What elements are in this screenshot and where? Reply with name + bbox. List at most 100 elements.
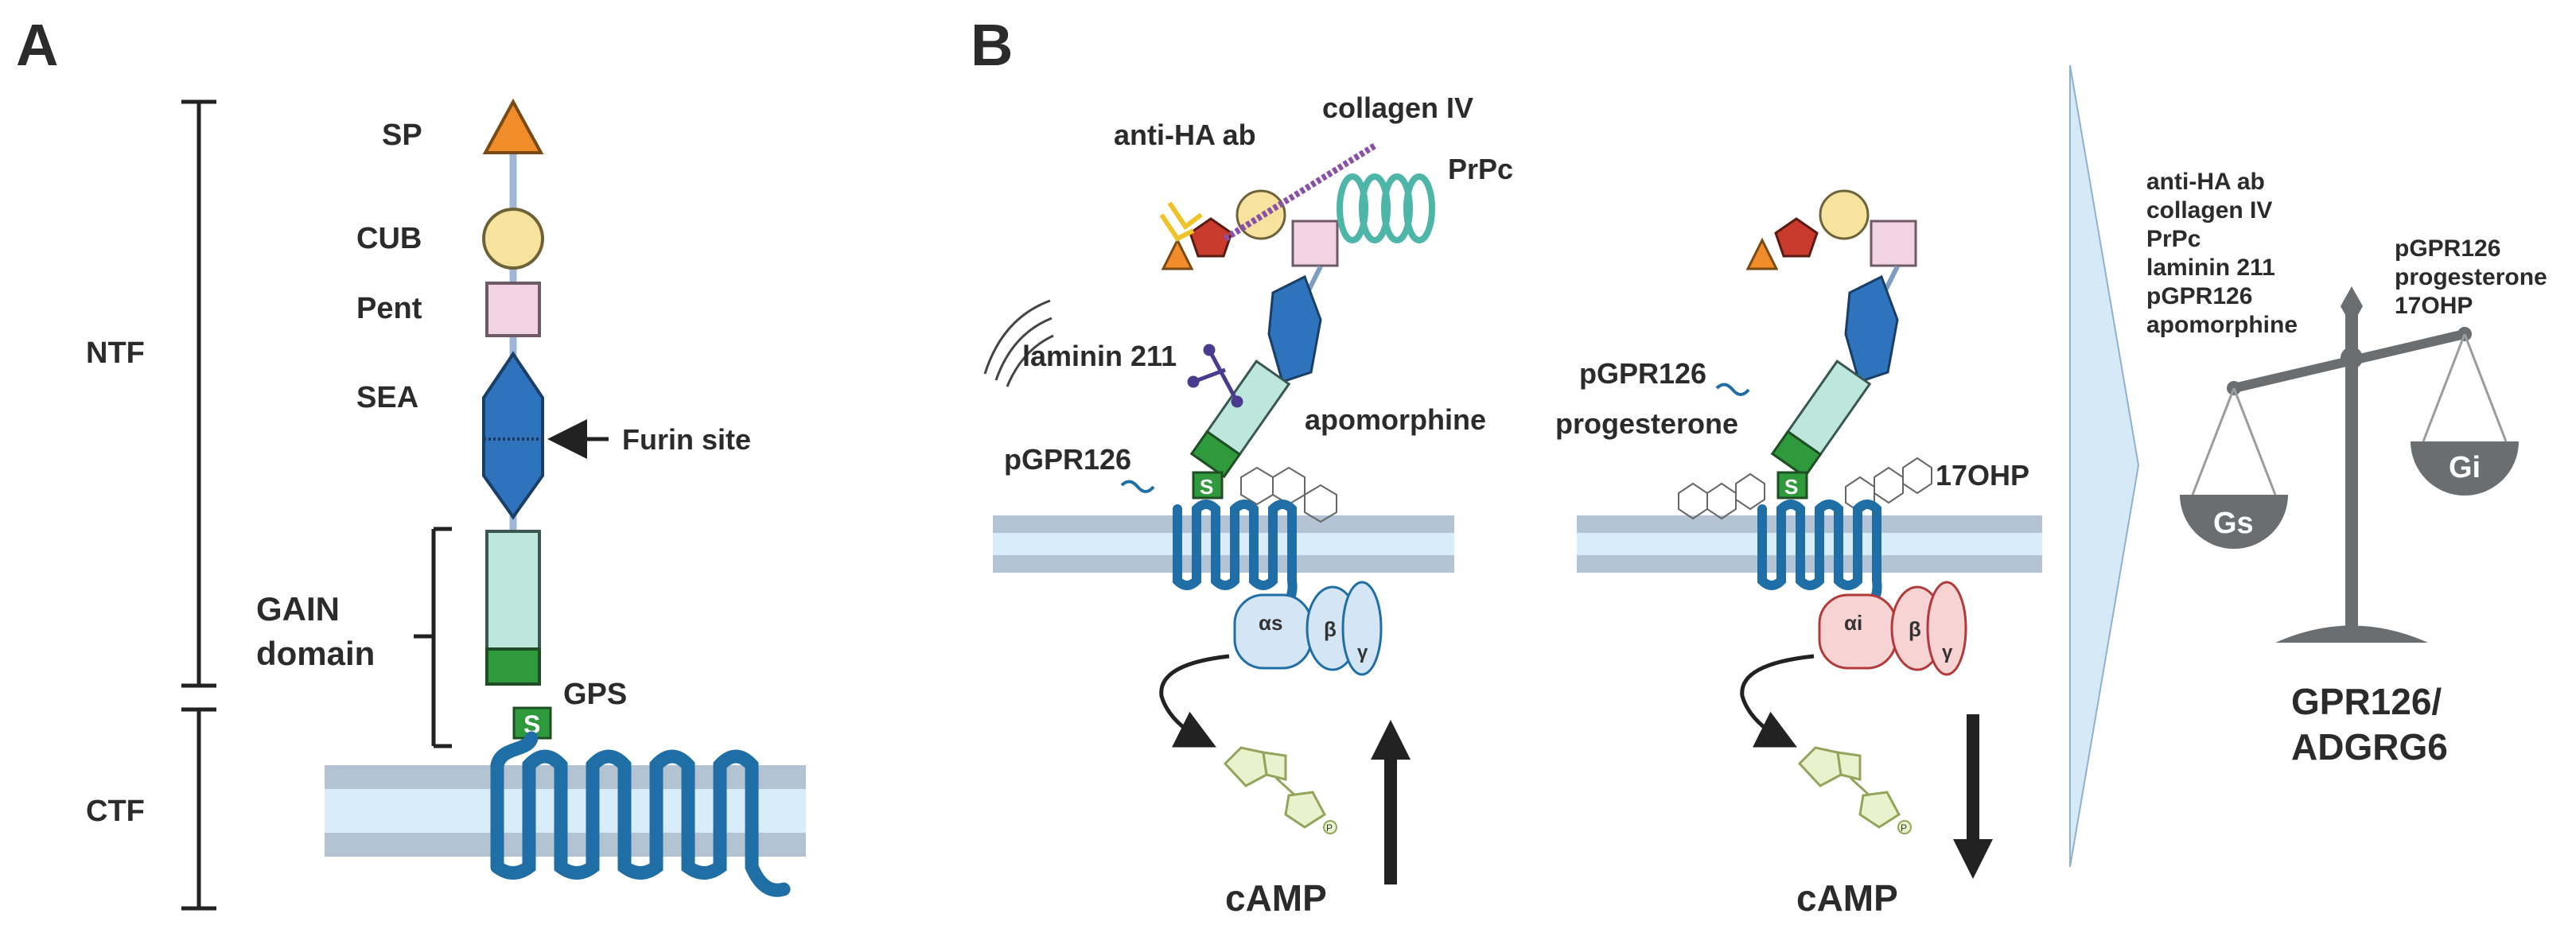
gi-gain-domain (1770, 360, 1872, 479)
cub-label: CUB (356, 222, 422, 255)
gs-beta-label: β (1324, 617, 1337, 641)
gain-domain-box (485, 530, 541, 651)
gi-beta-label: β (1909, 617, 1921, 641)
cub-circle (482, 208, 544, 270)
ntf-bracket (181, 99, 216, 688)
apomorphine-label: apomorphine (1305, 403, 1486, 436)
gain-label-line2: domain (256, 635, 375, 672)
balance-base (2275, 625, 2428, 643)
gs-p-tag-text: P (1326, 822, 1333, 834)
gs-ligand-list: anti-HA ab collagen IV PrPc laminin 211 … (2146, 169, 2298, 338)
furin-label: Furin site (622, 423, 751, 456)
gs-pent-square (1291, 220, 1339, 267)
gs-cub-circle (1235, 189, 1286, 240)
gi-pent-square (1870, 220, 1917, 267)
gps-green-box (485, 647, 541, 686)
gs-alpha-label: αs (1259, 611, 1282, 635)
pent-label: Pent (356, 292, 422, 325)
gs-camp-label: cAMP (1225, 877, 1327, 919)
gs-pan (2180, 387, 2288, 549)
gi-receptor-diagram: S αi β γ P cAMP (1555, 189, 2042, 919)
ctf-bracket (181, 707, 216, 911)
apomorphine-structure-icon (1240, 466, 1337, 523)
gi-camp-molecule-icon (1797, 746, 1901, 829)
panel-a: A NTF CTF SP CUB Pent SEA F (16, 12, 806, 911)
sp-label: SP (382, 119, 422, 152)
gi-gamma-label: γ (1942, 642, 1953, 663)
gi-ligand-item: 17OHP (2395, 293, 2473, 319)
gi-pgpr126-label: pGPR126 (1579, 357, 1706, 390)
gi-curved-arrow (1740, 654, 1815, 748)
panel-b: B (971, 12, 2554, 919)
gpr126-name-line1: GPR126/ (2291, 681, 2442, 722)
balance-beam (2229, 329, 2469, 393)
membrane-gs (993, 515, 1454, 573)
progesterone-structure-icon (1678, 472, 1765, 520)
gi-ligand-item: progesterone (2395, 264, 2547, 290)
gi-camp-label: cAMP (1796, 877, 1898, 919)
sp-triangle (482, 98, 544, 154)
gs-sea-hexagon (1267, 274, 1322, 383)
gs-curved-arrow (1159, 654, 1230, 748)
gi-g-protein (1818, 581, 1967, 676)
gs-ligand-item: PrPc (2146, 226, 2200, 252)
anti-ha-label: anti-HA ab (1114, 119, 1256, 151)
gs-pan-label: Gs (2213, 507, 2254, 540)
gs-gamma-label: γ (1357, 642, 1368, 663)
gs-s-tag-text: S (1200, 475, 1213, 499)
gi-receptor-7tm (1757, 500, 1882, 635)
gs-ligand-item: apomorphine (2146, 312, 2298, 338)
gs-gain-domain (1189, 360, 1291, 479)
panel-a-letter: A (16, 12, 58, 78)
gi-s-tag (1776, 471, 1808, 500)
gs-phosphate-icon (1323, 820, 1337, 834)
gs-receptor-diagram: S αs β γ P cAMP (983, 91, 1513, 919)
17ohp-label: 17OHP (1936, 459, 2029, 492)
anti-ha-antibody-icon (1159, 201, 1203, 242)
gi-pentagon (1774, 217, 1819, 258)
prpc-label: PrPc (1448, 153, 1513, 185)
pgpr126-peptide-icon (1120, 480, 1155, 493)
gi-sp-triangle (1745, 237, 1779, 270)
gi-pgpr126-peptide-icon (1715, 383, 1750, 396)
gi-ligand-list: pGPR126 progesterone 17OHP (2395, 235, 2554, 319)
panel-arrow-chevron (2069, 64, 2140, 868)
laminin-label: laminin 211 (1022, 340, 1177, 372)
prpc-helix-icon (1337, 173, 1435, 243)
pent-square (485, 282, 541, 337)
gps-label: GPS (563, 678, 627, 711)
panel-b-letter: B (971, 12, 1013, 78)
gi-p-tag-text: P (1901, 822, 1907, 834)
gs-sp-triangle (1161, 237, 1194, 270)
sea-hexagon (482, 351, 544, 520)
gs-receptor-7tm (1173, 500, 1298, 635)
gs-ligand-item: laminin 211 (2146, 255, 2275, 281)
gain-bracket (414, 527, 452, 748)
gi-s-tag-text: S (1784, 475, 1798, 499)
camp-up-arrow (1371, 720, 1411, 884)
progesterone-label: progesterone (1555, 407, 1738, 440)
gi-phosphate-icon (1897, 820, 1912, 834)
balance-pole (2345, 314, 2358, 640)
ctf-label: CTF (86, 795, 145, 828)
gs-ligand-item: collagen IV (2146, 197, 2272, 224)
gpr126-name-line2: ADGRG6 (2291, 726, 2448, 768)
sea-label: SEA (356, 381, 418, 414)
gi-alpha-label: αi (1844, 611, 1862, 635)
gi-sea-hexagon (1844, 274, 1899, 383)
gs-g-protein (1233, 581, 1383, 676)
balance-top-diamond (2341, 286, 2363, 326)
laminin-wave-icon (983, 299, 1054, 387)
gs-s-tag (1192, 471, 1224, 500)
gps-s-tag-text: S (523, 710, 540, 739)
receptor-7tm-a (490, 731, 791, 897)
laminin-211-icon (1187, 344, 1243, 408)
membrane-gi (1577, 515, 2042, 573)
gi-ligand-item: pGPR126 (2395, 235, 2500, 262)
balance-scale: anti-HA ab collagen IV PrPc laminin 211 … (2146, 169, 2554, 768)
ntf-label: NTF (86, 336, 145, 370)
collagen-label: collagen IV (1322, 91, 1473, 124)
gs-ligand-item: pGPR126 (2146, 283, 2252, 309)
collagen-iv-rod (1223, 142, 1379, 242)
